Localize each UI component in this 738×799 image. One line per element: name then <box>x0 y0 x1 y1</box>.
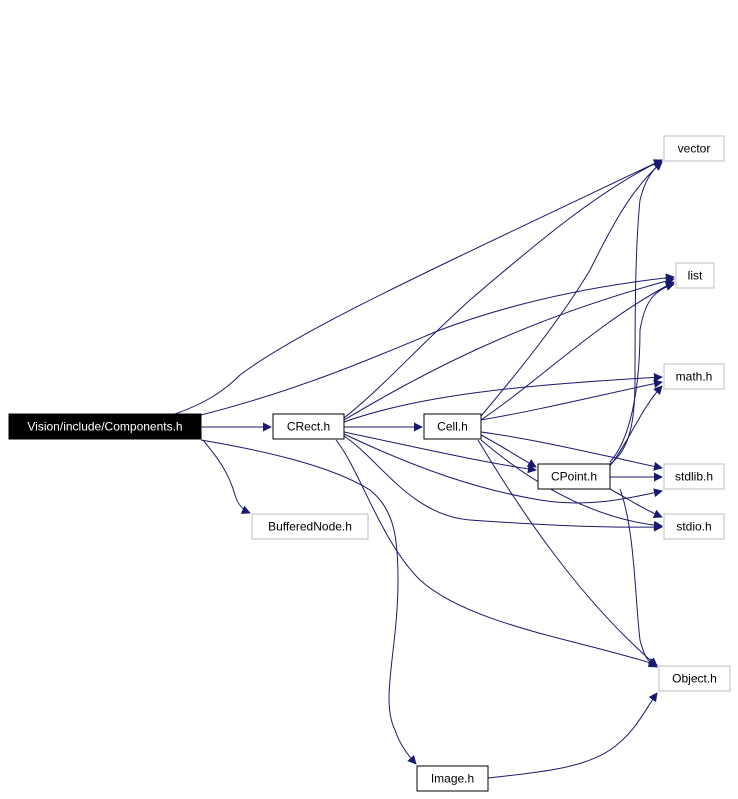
edge-cpoint-to-object <box>619 488 658 668</box>
edge-crect-to-stdlib <box>343 433 663 504</box>
edge-crect-to-stdio <box>343 435 663 532</box>
node-label: stdio.h <box>676 520 711 534</box>
edge-cpoint-to-vector <box>609 161 663 465</box>
edge-cell-to-list <box>480 281 675 421</box>
node-label: vector <box>678 142 711 156</box>
node-box <box>537 463 611 490</box>
node-list: list <box>675 262 715 289</box>
edge-cpoint-to-list <box>609 282 675 463</box>
edge-crect-to-object <box>335 439 658 667</box>
node-label: CPoint.h <box>551 470 597 484</box>
node-box <box>663 135 725 162</box>
edge-cpoint-to-stdio <box>609 488 663 519</box>
node-math: math.h <box>663 363 725 390</box>
node-box <box>675 262 715 289</box>
node-object: Object.h <box>658 665 731 692</box>
edge-cell-to-stdio <box>480 439 663 530</box>
edge-cell-to-object <box>477 439 658 667</box>
node-components[interactable]: Vision/include/Components.h <box>8 413 202 440</box>
node-crect[interactable]: CRect.h <box>272 413 345 440</box>
edge-layer <box>174 159 675 779</box>
edge-cell-to-vector <box>480 161 663 417</box>
node-vector: vector <box>663 135 725 162</box>
node-cpoint[interactable]: CPoint.h <box>537 463 611 490</box>
node-label: CRect.h <box>287 420 330 434</box>
edge-components-to-bufferednode <box>202 439 251 514</box>
edge-image-to-object <box>487 692 658 779</box>
edge-components-to-vector <box>174 159 663 415</box>
node-box <box>272 413 345 440</box>
edge-crect-to-math <box>343 372 663 423</box>
edge-crect-to-vector <box>343 159 663 419</box>
node-label: list <box>688 269 703 283</box>
edge-cell-to-cpoint <box>480 434 537 468</box>
node-label: Cell.h <box>437 420 468 434</box>
edge-cell-to-stdlib <box>480 431 663 471</box>
node-box <box>663 363 725 390</box>
node-box <box>423 413 482 440</box>
node-box <box>251 513 369 540</box>
node-bufferednode: BufferedNode.h <box>251 513 369 540</box>
node-box <box>663 463 725 490</box>
edge-cpoint-to-math <box>609 385 663 467</box>
edge-components-to-list <box>200 273 675 416</box>
node-box <box>416 765 489 792</box>
node-label: BufferedNode.h <box>268 520 352 534</box>
node-box <box>663 513 725 540</box>
node-box <box>658 665 731 692</box>
node-image[interactable]: Image.h <box>416 765 489 792</box>
node-label: Object.h <box>672 672 717 686</box>
node-label: math.h <box>676 370 713 384</box>
edge-crect-to-list <box>343 276 675 421</box>
node-stdio: stdio.h <box>663 513 725 540</box>
node-cell[interactable]: Cell.h <box>423 413 482 440</box>
node-layer: Vision/include/Components.h CRect.h Cell.h… <box>8 135 731 792</box>
node-label: Vision/include/Components.h <box>27 420 182 434</box>
edge-cell-to-math <box>480 379 663 421</box>
node-box <box>8 413 202 440</box>
node-label: stdlib.h <box>675 470 713 484</box>
edge-components-to-image <box>200 439 417 765</box>
node-stdlib: stdlib.h <box>663 463 725 490</box>
node-label: Image.h <box>431 772 474 786</box>
